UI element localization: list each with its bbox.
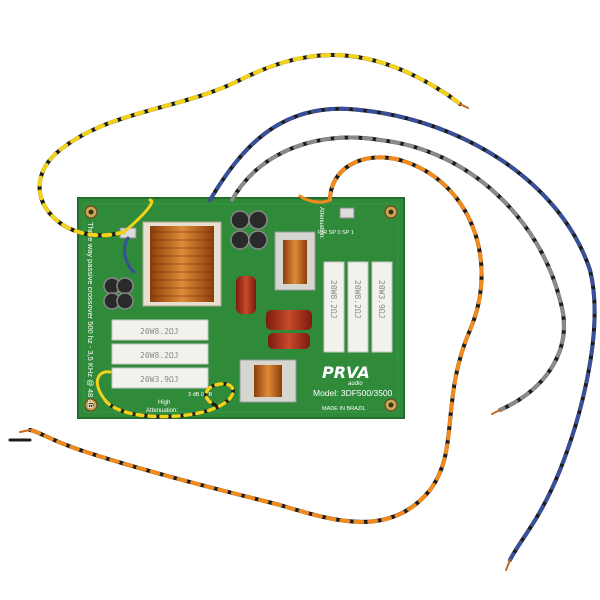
electrolytic-capacitors-left (103, 277, 134, 310)
high-attenuation-label: Attenuation: (146, 408, 178, 414)
high-label: High (158, 400, 170, 406)
wire-yellow-black (37, 53, 462, 419)
film-capacitor (236, 276, 256, 314)
mid-attenuation-values: PIR SP 0 SP 1 (318, 230, 354, 236)
resistor-label: 20W3.9ΩJ (140, 375, 179, 384)
wire-orange-black (28, 155, 484, 524)
wire-tips (8, 103, 511, 571)
resistor-label: 20W8.2ΩJ (140, 327, 179, 336)
electrolytic-capacitors-top (230, 210, 268, 250)
resistor-label: 20W3.9ΩJ (377, 280, 386, 319)
resistor-bank-right: 20W8.2ΩJ 20W8.2ΩJ 20W3.9ΩJ (323, 261, 393, 353)
large-inductor-coil (142, 221, 222, 307)
wire-gray-black (230, 135, 566, 412)
mid-attenuation-label: Attenuation: (318, 207, 324, 239)
brand-logo: PRVA (322, 363, 370, 382)
model-number: Model: 3DF500/3500 (313, 388, 393, 398)
film-capacitors-mid (266, 310, 312, 349)
resistor-bank-left: 20W8.2ΩJ 20W8.2ΩJ 20W3.9ΩJ (111, 319, 209, 389)
made-in: MADE IN BRAZIL (322, 406, 366, 412)
jumper-terminal (339, 207, 355, 219)
pcb-side-text: Three way passive crossover 500 hz - 3,5… (86, 222, 95, 408)
mid-inductor-coil (274, 231, 316, 291)
brand-sub: audio (348, 381, 363, 387)
low-inductor-coil (239, 359, 297, 403)
wire-blue-black (123, 106, 597, 562)
resistor-label: 20W8.2ΩJ (140, 351, 179, 360)
resistor-label: 20W8.2ΩJ (353, 280, 362, 319)
resistor-label: 20W8.2ΩJ (329, 280, 338, 319)
attenuation-label: 3 dB 0 dB (188, 392, 212, 398)
